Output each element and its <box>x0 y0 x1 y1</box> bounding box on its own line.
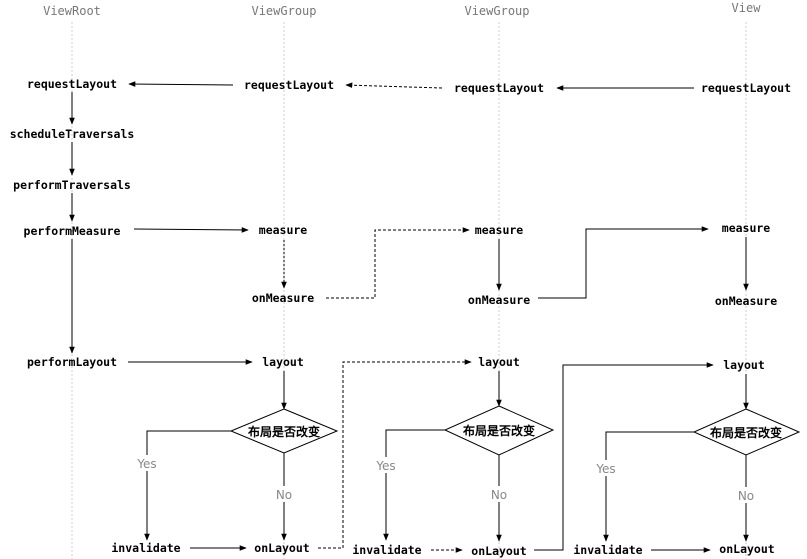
arrow-perform-measure-to-vg1-measure <box>133 227 249 233</box>
node-view-request-layout: requestLayout <box>701 81 791 95</box>
lane-title-view: View <box>732 1 762 15</box>
node-vg1-on-layout: onLayout <box>254 541 309 555</box>
arrow-vg1-decision-yes <box>144 430 231 541</box>
branch-label-vg1-no: No <box>276 488 292 502</box>
node-vg1-request-layout: requestLayout <box>244 78 334 92</box>
decision-diamond-view <box>692 408 801 456</box>
arrow-vg2-onlayout-to-view-layout <box>534 362 714 551</box>
node-vg2-invalidate: invalidate <box>352 543 421 557</box>
lane-title-viewroot: ViewRoot <box>43 4 101 18</box>
node-view-on-layout: onLayout <box>719 542 774 556</box>
node-vg1-layout: layout <box>262 355 304 369</box>
decision-label-view: 布局是否改变 <box>710 425 782 440</box>
arrow-vg2-onmeasure-to-view-measure <box>538 226 709 299</box>
arrow-vg1-to-vr-request <box>128 81 234 87</box>
node-view-measure: measure <box>722 221 771 235</box>
node-vg2-request-layout: requestLayout <box>454 81 544 95</box>
arrow-view-decision-yes <box>603 431 694 542</box>
arrow-vg2-decision-yes <box>383 429 445 541</box>
branch-label-view-no: No <box>738 489 754 503</box>
node-vg1-measure: measure <box>259 223 308 237</box>
node-vg2-layout: layout <box>478 355 520 369</box>
branch-label-vg2-yes: Yes <box>375 459 395 473</box>
decision-label-vg2: 布局是否改变 <box>463 423 535 438</box>
branch-label-view-yes: Yes <box>595 462 615 476</box>
node-vg2-on-layout: onLayout <box>471 544 526 558</box>
node-vg1-invalidate: invalidate <box>111 541 180 555</box>
lane-title-viewgroup-2: ViewGroup <box>464 4 529 18</box>
node-view-invalidate: invalidate <box>573 543 642 557</box>
node-vg1-on-measure: onMeasure <box>252 291 314 305</box>
node-vr-perform-layout: performLayout <box>27 355 117 369</box>
node-vg2-measure: measure <box>475 223 524 237</box>
node-view-layout: layout <box>723 358 765 372</box>
arrow-vg1-onmeasure-to-vg2-measure <box>326 227 470 299</box>
decisions <box>229 405 801 456</box>
node-view-on-measure: onMeasure <box>715 294 777 308</box>
node-vr-perform-traversals: performTraversals <box>13 178 131 192</box>
arrow-vg2-to-vg1-request <box>345 82 443 89</box>
decision-label-vg1: 布局是否改变 <box>248 424 320 439</box>
node-vg2-on-measure: onMeasure <box>468 293 530 307</box>
node-vr-request-layout: requestLayout <box>27 77 117 91</box>
branch-label-vg1-yes: Yes <box>136 457 156 471</box>
decision-diamond-vg2 <box>443 405 555 456</box>
decision-diamond-vg1 <box>229 408 339 454</box>
lane-title-viewgroup-1: ViewGroup <box>251 4 316 18</box>
lifelines <box>71 22 747 559</box>
connectors <box>69 81 749 553</box>
arrow-vg1-onlayout-to-vg2-layout <box>318 359 472 549</box>
node-vr-schedule-traversals: scheduleTraversals <box>10 127 135 141</box>
branch-label-vg2-no: No <box>491 488 507 502</box>
node-vr-perform-measure: performMeasure <box>24 224 121 238</box>
